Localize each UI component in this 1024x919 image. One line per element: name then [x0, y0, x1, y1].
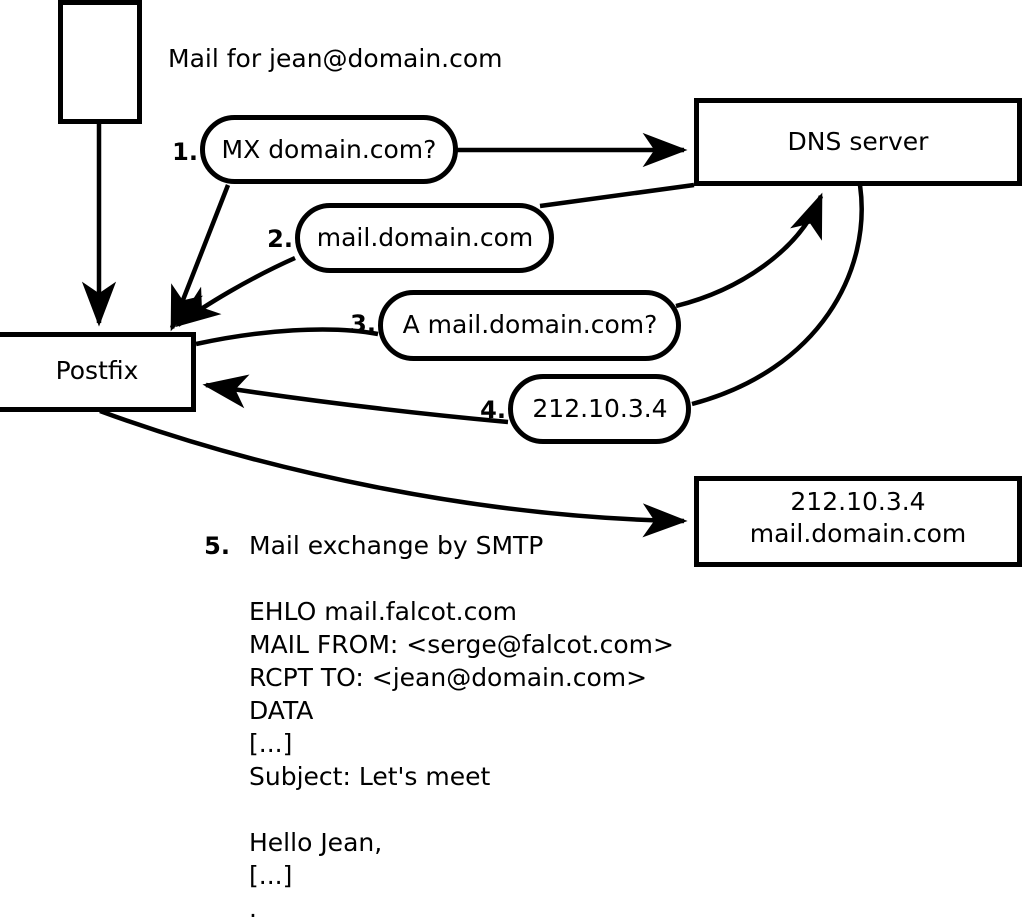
edge-postfix-to-remote-mx: [99, 408, 688, 538]
transcript-line-1: MAIL FROM: <serge@falcot.com>: [249, 630, 674, 659]
edge-dns-to-a-answer: [691, 184, 864, 407]
transcript-line-9: .: [249, 894, 257, 919]
node-postfix: Postfix: [0, 332, 196, 412]
step-number-1: 1.: [172, 138, 198, 166]
mail-for-note: Mail for jean@domain.com: [168, 44, 503, 73]
node-remote-mx: 212.10.3.4 mail.domain.com: [694, 476, 1022, 567]
node-postfix-label: Postfix: [56, 356, 139, 385]
transcript-line-8: [...]: [249, 861, 292, 890]
edge-postfix-to-a-query: [195, 327, 379, 347]
transcript-line-5: Subject: Let's meet: [249, 762, 490, 791]
edge-mx-answer-to-postfix: [175, 255, 296, 328]
node-remote-mx-hostname: mail.domain.com: [750, 519, 966, 548]
step-bubble-2-label: mail.domain.com: [317, 223, 533, 252]
step-number-4: 4.: [480, 396, 506, 424]
transcript-line-3: DATA: [249, 696, 313, 725]
step-bubble-3: A mail.domain.com? 3.: [350, 290, 681, 361]
step-bubble-4-label: 212.10.3.4: [532, 394, 667, 423]
step-bubble-4: 212.10.3.4 4.: [480, 374, 691, 444]
edge-a-query-to-dns: [675, 192, 824, 309]
edge-dns-to-mx-answer: [539, 182, 695, 209]
step-number-2: 2.: [267, 225, 293, 253]
node-dns-server-label: DNS server: [788, 127, 930, 156]
step-bubble-1-label: MX domain.com?: [222, 135, 437, 164]
step-5-label: Mail exchange by SMTP: [249, 531, 543, 560]
transcript-line-4: [...]: [249, 729, 292, 758]
step-bubble-2: mail.domain.com 2.: [267, 203, 554, 273]
transcript-line-7: Hello Jean,: [249, 828, 382, 857]
edge-postfix-to-mx-query: [169, 184, 231, 332]
step-number-3: 3.: [350, 310, 376, 338]
transcript-line-0: EHLO mail.falcot.com: [249, 597, 517, 626]
step-number-5: 5.: [204, 532, 230, 560]
transcript-line-2: RCPT TO: <jean@domain.com>: [249, 663, 647, 692]
node-sender: [58, 0, 142, 124]
edge-a-answer-to-postfix: [202, 374, 509, 425]
node-remote-mx-ip: 212.10.3.4: [790, 487, 925, 516]
node-dns-server: DNS server: [694, 98, 1022, 186]
step-bubble-3-label: A mail.domain.com?: [403, 310, 658, 339]
step-bubble-1: MX domain.com? 1.: [172, 115, 458, 184]
